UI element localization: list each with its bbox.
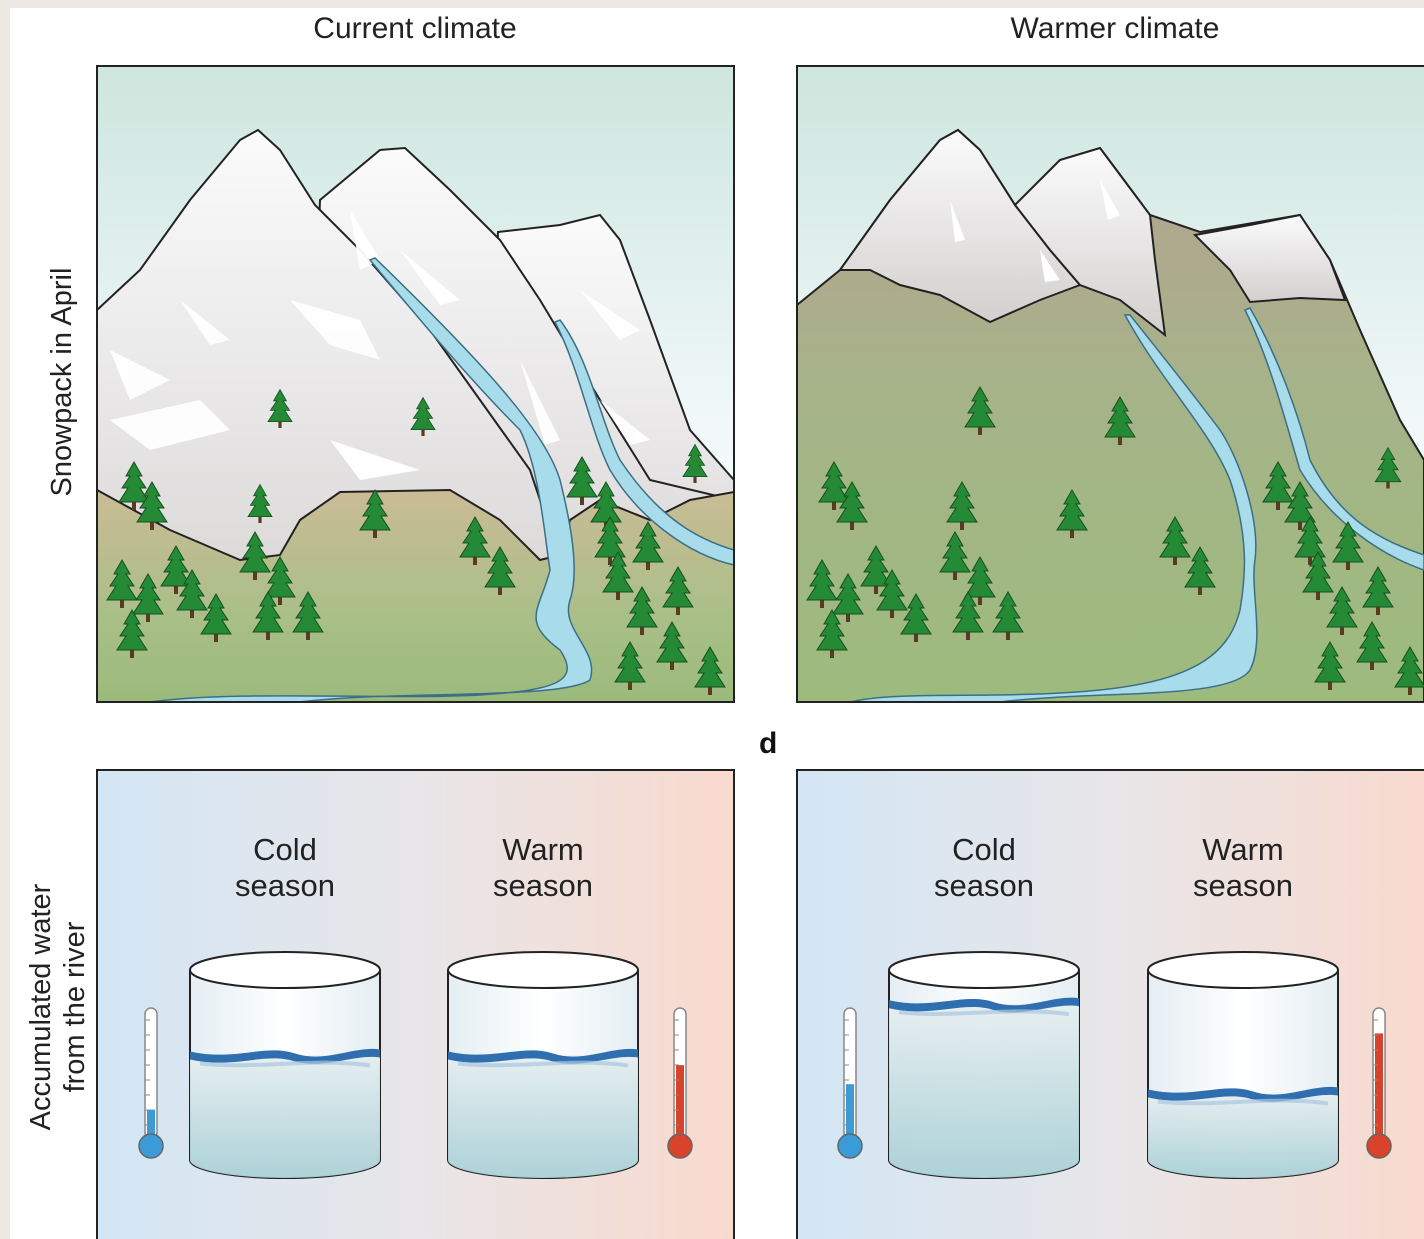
water-surface-band <box>889 997 1079 1013</box>
cylinder-warmer-cold <box>888 951 1080 1179</box>
cold-label-line-2: season <box>934 868 1034 903</box>
thermometer-fill <box>1375 1033 1383 1141</box>
water-fill <box>889 1004 1079 1178</box>
water-surface-band <box>448 1048 638 1064</box>
thermometer-bulb <box>138 1133 164 1159</box>
thermometer-fill <box>147 1109 155 1141</box>
water-surface-band <box>1148 1086 1338 1102</box>
cold-label-line-1: Cold <box>253 832 317 867</box>
warmer-climate-landscape <box>797 66 1424 702</box>
thermometer-bulb <box>667 1133 693 1159</box>
warmer-warm-season-label: Warm season <box>1143 832 1343 904</box>
warm-label-line-1: Warm <box>502 832 584 867</box>
water-fill <box>448 1055 638 1178</box>
warm-label-line-2: season <box>1193 868 1293 903</box>
warm-label-line-1: Warm <box>1202 832 1284 867</box>
current-cold-season-label: Cold season <box>185 832 385 904</box>
current-climate-frame <box>96 65 735 703</box>
thermometer-warmer-warm <box>1366 1007 1392 1159</box>
warmer-cold-season-label: Cold season <box>884 832 1084 904</box>
water-cylinders <box>189 951 1339 1179</box>
thermometer-fill <box>676 1065 684 1141</box>
cylinder-current-cold <box>189 951 381 1179</box>
current-climate-title: Current climate <box>313 12 517 45</box>
warmer-climate-frame <box>796 65 1424 703</box>
thermometer-bulb <box>1366 1133 1392 1159</box>
cold-label-line-2: season <box>235 868 335 903</box>
current-warm-season-label: Warm season <box>443 832 643 904</box>
warmer-climate-title: Warmer climate <box>1010 12 1220 45</box>
water-surface-band <box>190 1048 380 1064</box>
water-fill <box>190 1055 380 1178</box>
thermometer-bulb <box>837 1133 863 1159</box>
thermometer-current-cold <box>138 1007 164 1159</box>
thermometer-warmer-cold <box>837 1007 863 1159</box>
water-fill <box>1148 1093 1338 1178</box>
cylinder-warmer-warm <box>1147 951 1339 1179</box>
thermometer-fill <box>846 1084 854 1141</box>
panel-letter-d: d <box>759 727 778 760</box>
thermometer-current-warm <box>667 1007 693 1159</box>
warm-label-line-2: season <box>493 868 593 903</box>
cold-label-line-1: Cold <box>952 832 1016 867</box>
cylinder-current-warm <box>447 951 639 1179</box>
thermometers <box>138 1007 1392 1159</box>
current-climate-landscape <box>97 66 734 702</box>
